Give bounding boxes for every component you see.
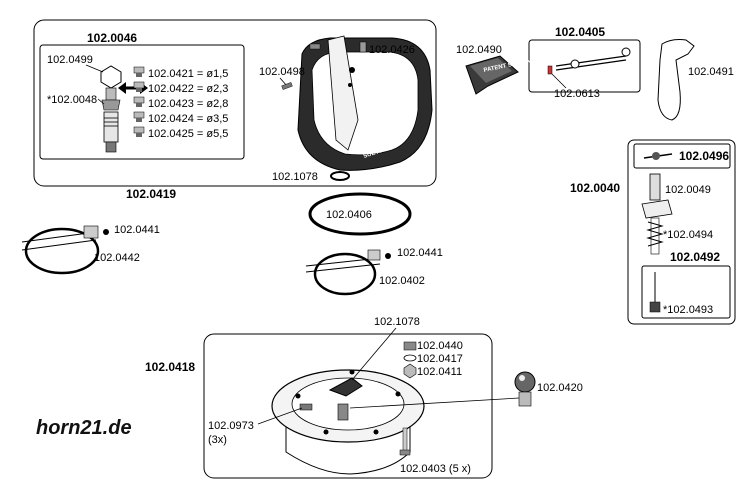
plug-icon (309, 43, 321, 50)
lever-pin-label: 102.0613 (554, 88, 600, 100)
nozzle-15-label: 102.0421 = ø1,5 (148, 68, 228, 80)
brand-logo: horn21.de (36, 417, 132, 439)
bowl-group-frame (33, 19, 437, 187)
valve-alt-label: *102.0048 (47, 94, 97, 106)
valve-label: 102.0499 (47, 54, 93, 66)
valve-stack-part (100, 65, 122, 153)
small-oring-icon (330, 171, 350, 181)
screw-icon (281, 82, 293, 90)
bowl-group-bottom-label: 102.0419 (126, 187, 176, 201)
nozzle-23-label: 102.0422 = ø2,3 (148, 83, 228, 95)
ring-part (308, 192, 412, 236)
heater-left-coil-label: 102.0442 (94, 252, 140, 264)
base-cap-label: 102.0440 (417, 340, 463, 352)
base-group-frame (203, 333, 493, 479)
base-bottom-screw-label: 102.0403 (5 x) (400, 463, 471, 475)
lever-paddle-part (657, 39, 695, 121)
base-housing-part (271, 369, 425, 475)
heater-middle-part (305, 249, 391, 296)
nipple-label: 102.0420 (537, 382, 583, 394)
oring-label: 102.1078 (272, 171, 318, 183)
lever-cover-part: PATENT SUEVIA (465, 55, 531, 95)
base-nut-label: 102.0411 (417, 366, 462, 378)
valve-body-label: 102.0049 (665, 184, 711, 196)
base-small-parts (403, 341, 417, 379)
nozzle-subgroup-frame (39, 44, 245, 160)
lever-group-title: 102.0405 (555, 25, 605, 39)
ring-label: 102.0406 (326, 209, 372, 221)
valve-cap-part (643, 152, 673, 160)
screw-label: 102.0498 (259, 66, 305, 78)
valve-seal-part (649, 272, 661, 313)
nozzle-35-label: 102.0424 = ø3,5 (148, 113, 228, 125)
valve-body-part (641, 173, 673, 255)
lever-cover-label: 102.0490 (456, 44, 502, 56)
base-oring-label: 102.1078 (374, 316, 420, 328)
base-side-screw-label: 102.0973 (208, 420, 254, 432)
heater-left-clamp-label: 102.0441 (114, 224, 160, 236)
valve-group-label: 102.0040 (570, 181, 620, 195)
valve-seal-label: *102.0493 (663, 304, 713, 316)
valve-group-frame (627, 139, 736, 325)
lever-paddle-label: 102.0491 (688, 66, 734, 78)
nozzle-28-label: 102.0423 = ø2,8 (148, 98, 228, 110)
valve-bottom-subframe (641, 265, 731, 319)
base-group-label: 102.0418 (145, 360, 195, 374)
valve-box-top-label: 102.0496 (679, 149, 729, 163)
heater-middle-clamp-label: 102.0441 (397, 247, 443, 259)
bottom-screw-icon (399, 427, 411, 456)
heater-middle-coil-label: 102.0402 (379, 275, 425, 287)
bowl-group-title: 102.0046 (87, 31, 137, 45)
bowl-part: SUEVIA 41A (297, 35, 433, 171)
base-side-screw-qty: (3x) (208, 434, 227, 446)
valve-top-subframe (633, 143, 731, 169)
base-washer-label: 102.0417 (417, 353, 463, 365)
lever-group-frame (528, 39, 641, 93)
heater-left-part (21, 225, 109, 275)
valve-spring-label: *102.0494 (663, 229, 713, 241)
nipple-part (514, 371, 536, 407)
nozzle-55-label: 102.0425 = ø5,5 (148, 128, 228, 140)
nozzle-icons (133, 66, 145, 137)
plug-label: 102.0426 (369, 44, 415, 56)
valve-box-bottom-label: 102.0492 (670, 250, 720, 264)
lever-rod-part (547, 47, 631, 75)
